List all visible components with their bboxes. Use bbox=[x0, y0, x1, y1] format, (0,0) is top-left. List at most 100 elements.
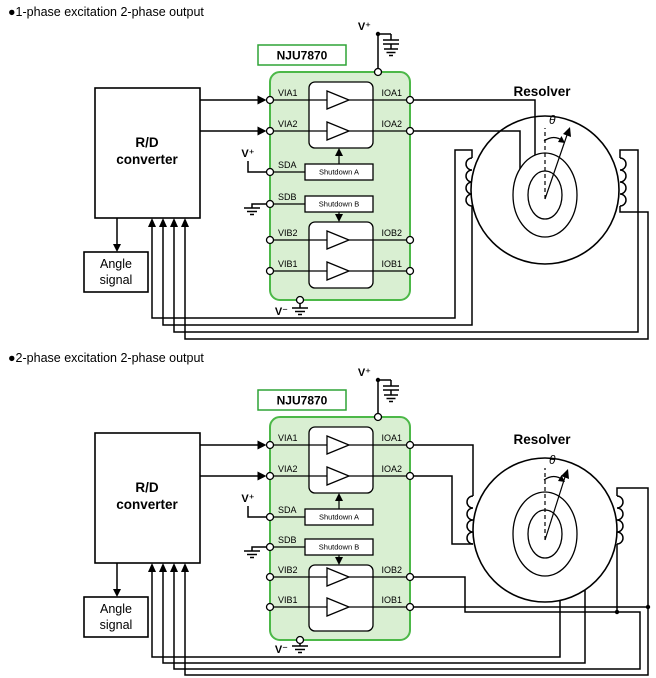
junction-dot bbox=[375, 377, 381, 383]
op-amp-icon bbox=[326, 567, 351, 587]
pin-label-via2: VIA2 bbox=[278, 119, 298, 129]
rd-converter-line1: R/D bbox=[135, 480, 159, 495]
amp-block-a-outline bbox=[308, 81, 374, 149]
positive-supply-node: V⁺ bbox=[358, 367, 399, 415]
rd-to-chip-wires bbox=[200, 440, 267, 481]
chip-pins bbox=[265, 412, 415, 645]
pin-vplus bbox=[373, 412, 383, 422]
pin-label-vib2: VIB2 bbox=[278, 565, 298, 575]
pin-label-iob1: IOB1 bbox=[381, 259, 402, 269]
chip-name-border bbox=[257, 44, 347, 66]
arrow-up-icon bbox=[335, 148, 343, 156]
arrow-down-icon bbox=[335, 557, 343, 565]
pin-vib1 bbox=[265, 602, 275, 612]
coil-icon bbox=[465, 157, 473, 207]
resolver: Resolver θ bbox=[466, 432, 624, 603]
resolver-label: Resolver bbox=[513, 84, 571, 99]
sda-vplus-label: V⁺ bbox=[241, 148, 254, 160]
ground-icon bbox=[384, 394, 398, 403]
vplus-label: V⁺ bbox=[358, 21, 371, 33]
negative-supply-node: V⁻ bbox=[275, 643, 308, 656]
junction-dot bbox=[645, 604, 651, 610]
pin-label-iob2: IOB2 bbox=[381, 565, 402, 575]
coil-icon bbox=[616, 495, 624, 545]
pin-label-vib1: VIB1 bbox=[278, 595, 298, 605]
pin-ioa2 bbox=[405, 126, 415, 136]
pin-label-iob2: IOB2 bbox=[381, 228, 402, 238]
op-amp-icon bbox=[326, 597, 351, 617]
arrow-up-icon bbox=[170, 218, 178, 227]
rd-converter-line2: converter bbox=[116, 152, 178, 167]
angle-signal-line2: signal bbox=[100, 618, 133, 632]
angle-signal-outline bbox=[83, 251, 149, 293]
junction-dot bbox=[375, 31, 381, 37]
pin-vib2 bbox=[265, 235, 275, 245]
chip-name-text: NJU7870 bbox=[277, 394, 328, 408]
pin-sda bbox=[265, 512, 275, 522]
ground-icon bbox=[244, 207, 260, 216]
angle-signal-line1: Angle bbox=[100, 257, 132, 271]
op-amp-icon bbox=[326, 261, 351, 281]
amp-block-b-outline bbox=[308, 221, 374, 289]
arrow-up-icon bbox=[148, 563, 156, 572]
pin-via2 bbox=[265, 126, 275, 136]
arrow-right-icon bbox=[257, 440, 267, 450]
rotor-angle-arrow-icon bbox=[563, 127, 571, 137]
shutdown-b-text: Shutdown B bbox=[319, 200, 359, 209]
op-amp-icon bbox=[326, 466, 351, 486]
pin-label-ioa2: IOA2 bbox=[381, 119, 402, 129]
arrow-up-icon bbox=[335, 493, 343, 501]
pin-label-ioa2: IOA2 bbox=[381, 464, 402, 474]
amp-block-a bbox=[273, 426, 407, 494]
angle-signal-box: Angle signal bbox=[83, 563, 149, 638]
shutdown-a-text: Shutdown A bbox=[319, 168, 359, 177]
vminus-label: V⁻ bbox=[275, 644, 288, 656]
rd-converter-box: R/D converter bbox=[94, 87, 201, 219]
chip-name-label: NJU7870 bbox=[257, 389, 347, 411]
amp-block-b-outline bbox=[308, 564, 374, 632]
chip-pins bbox=[265, 67, 415, 305]
pin-iob1 bbox=[405, 602, 415, 612]
capacitor-icon bbox=[383, 380, 399, 395]
sdb-ground bbox=[244, 203, 267, 216]
sda-vplus-label: V⁺ bbox=[241, 493, 254, 505]
sdb-ground bbox=[244, 546, 267, 559]
excitation-wires bbox=[413, 99, 536, 169]
shutdown-a-block: Shutdown A bbox=[273, 148, 374, 181]
sda-supply: V⁺ bbox=[241, 148, 267, 173]
arrow-right-icon bbox=[257, 471, 267, 481]
rd-converter-line1: R/D bbox=[135, 135, 159, 150]
chip-name-border bbox=[257, 389, 347, 411]
negative-supply-node: V⁻ bbox=[275, 303, 308, 318]
vplus-label: V⁺ bbox=[358, 367, 371, 379]
pin-label-vib2: VIB2 bbox=[278, 228, 298, 238]
pin-label-sda: SDA bbox=[278, 160, 297, 170]
coil-icon bbox=[619, 157, 627, 207]
feedback-wires bbox=[148, 149, 649, 340]
rotor-angle-arrow-icon bbox=[561, 469, 569, 479]
pin-vminus bbox=[295, 295, 305, 305]
pin-sda bbox=[265, 167, 275, 177]
arrow-down-icon bbox=[335, 214, 343, 222]
rd-converter-line2: converter bbox=[116, 497, 178, 512]
shutdown-a-text: Shutdown A bbox=[319, 513, 359, 522]
ground-icon bbox=[292, 645, 308, 654]
rd-to-chip-wires bbox=[200, 95, 267, 136]
arrow-down-icon bbox=[113, 589, 121, 597]
arrow-up-icon bbox=[159, 218, 167, 227]
vminus-label: V⁻ bbox=[275, 306, 288, 318]
pin-iob2 bbox=[405, 235, 415, 245]
angle-signal-outline bbox=[83, 596, 149, 638]
arrow-right-icon bbox=[257, 95, 267, 105]
arrow-right-icon bbox=[257, 126, 267, 136]
pin-via1 bbox=[265, 440, 275, 450]
shutdown-b-text: Shutdown B bbox=[319, 543, 359, 552]
ground-icon bbox=[292, 307, 308, 316]
chip-body bbox=[269, 71, 411, 301]
pin-sdb bbox=[265, 542, 275, 552]
rd-converter-outline bbox=[94, 432, 201, 564]
shutdown-a-block: Shutdown A bbox=[273, 493, 374, 526]
amp-block-b bbox=[273, 564, 407, 632]
pin-ioa1 bbox=[405, 440, 415, 450]
